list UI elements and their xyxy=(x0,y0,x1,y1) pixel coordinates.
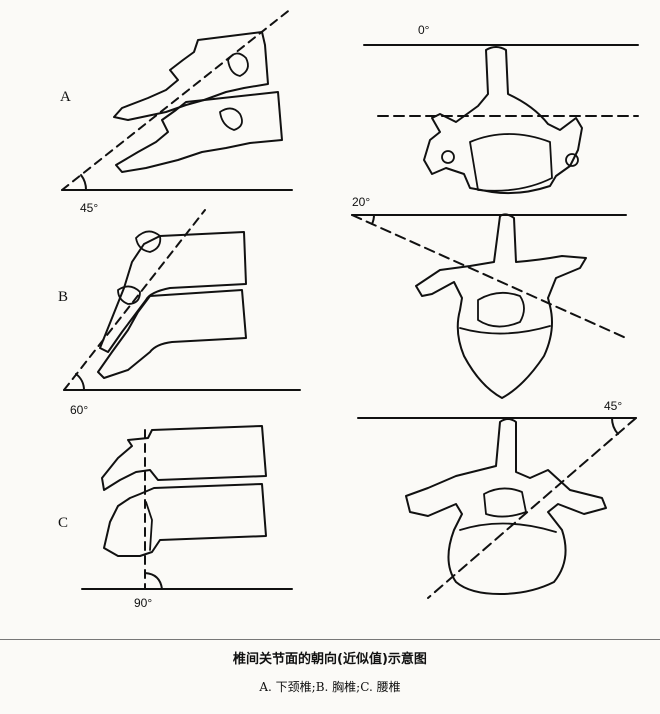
right-angle-mark-c xyxy=(144,572,163,590)
figure-subtitle: A. 下颈椎;B. 胸椎;C. 腰椎 xyxy=(259,680,401,694)
angle-arc-c-axial xyxy=(610,417,619,435)
label-c: C xyxy=(58,515,69,531)
angle-label-a-axial: 0° xyxy=(418,23,430,37)
cervical-axial-vertebra xyxy=(423,46,583,195)
cervical-vertebra-upper xyxy=(113,31,269,121)
facet-line-c xyxy=(427,417,637,599)
lumbar-vertebra-upper xyxy=(101,425,267,491)
thoracic-vertebra-lower xyxy=(97,289,247,379)
label-a: A xyxy=(60,89,71,105)
lumbar-lateral-view xyxy=(81,425,293,590)
angle-arc-b-axial xyxy=(371,214,375,225)
cervical-vertebra-lower xyxy=(115,91,283,173)
oblique-line-a xyxy=(61,7,293,191)
angle-label-b-axial: 20° xyxy=(352,195,371,209)
cervical-axial-view xyxy=(363,44,639,195)
cervical-lateral-view xyxy=(61,7,293,191)
lumbar-axial-vertebra xyxy=(405,418,607,595)
thoracic-axial-vertebra xyxy=(415,213,587,399)
caption-divider xyxy=(0,639,660,640)
angle-label-a-lateral: 45° xyxy=(80,201,99,215)
thoracic-lateral-view xyxy=(63,209,301,391)
oblique-line-b xyxy=(63,209,206,391)
lumbar-axial-view xyxy=(357,417,637,599)
label-b: B xyxy=(58,289,69,305)
angle-arc-a xyxy=(80,174,88,191)
angle-label-c-axial: 45° xyxy=(604,399,623,413)
angle-label-b-lateral: 60° xyxy=(70,403,89,417)
angle-label-c-lateral: 90° xyxy=(134,596,153,610)
lumbar-vertebra-lower xyxy=(103,483,267,557)
facet-line-b xyxy=(351,214,627,339)
facet-orientation-diagram xyxy=(61,7,639,599)
angle-arc-b xyxy=(75,373,85,391)
figure-title: 椎间关节面的朝向(近似值)示意图 xyxy=(233,652,427,667)
thoracic-axial-view xyxy=(351,213,627,399)
